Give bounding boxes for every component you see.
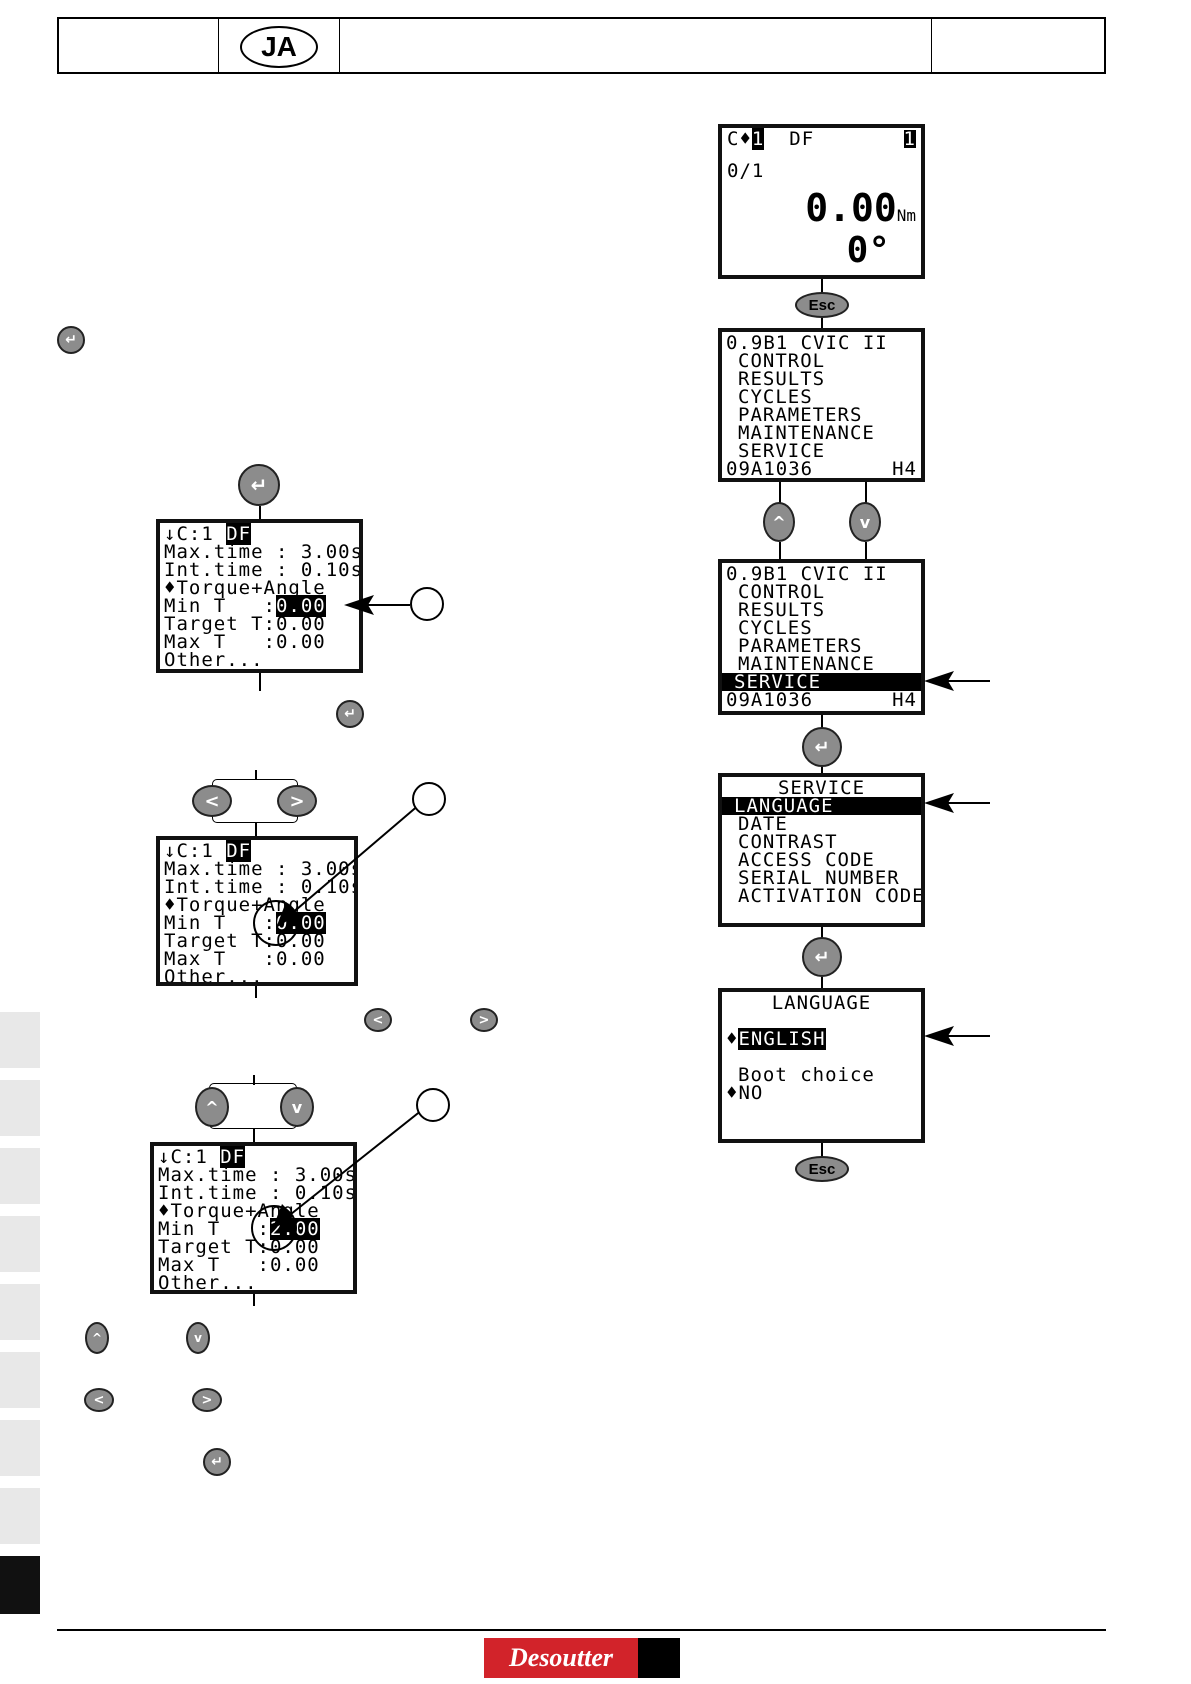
home-screen: C♦1 DF 1 0/1 0.00Nm 0° — [718, 124, 925, 279]
page-header: JA — [57, 17, 1106, 74]
side-tab — [0, 1420, 40, 1476]
side-tab-active — [0, 1556, 40, 1614]
side-tab — [0, 1080, 40, 1136]
up-arrow-button[interactable]: ^ — [763, 502, 795, 542]
language-screen: LANGUAGE ♦ENGLISH Boot choice ♦NO — [718, 988, 925, 1143]
service-menu-screen: SERVICE LANGUAGE DATE CONTRAST ACCESS CO… — [718, 773, 925, 927]
callout-arrow — [924, 671, 990, 691]
enter-key-button[interactable]: ↵ — [802, 727, 842, 767]
right-arrow-button[interactable]: > — [277, 785, 317, 817]
esc-key-button[interactable]: Esc — [795, 1156, 849, 1182]
left-arrow-icon: < — [364, 1008, 392, 1032]
callout-circle — [416, 1088, 450, 1122]
esc-key-button[interactable]: Esc — [795, 292, 849, 318]
side-tab — [0, 1216, 40, 1272]
side-tab — [0, 1284, 40, 1340]
callout-circle — [410, 587, 444, 621]
down-arrow-button[interactable]: v — [849, 502, 881, 542]
left-arrow-icon: < — [84, 1388, 114, 1412]
brand-logo: Desoutter — [484, 1638, 680, 1678]
enter-key-button[interactable]: ↵ — [238, 464, 280, 506]
callout-arrow — [924, 1026, 990, 1046]
up-arrow-button[interactable]: ^ — [195, 1087, 229, 1127]
up-arrow-icon: ^ — [85, 1322, 109, 1354]
enter-key-icon: ↵ — [57, 326, 85, 354]
callout-arrow — [924, 793, 990, 813]
main-menu-screen-service-selected: 0.9B1 CVIC II CONTROL RESULTS CYCLES PAR… — [718, 559, 925, 715]
side-tab — [0, 1352, 40, 1408]
callout-arrow — [251, 1109, 423, 1251]
down-arrow-button[interactable]: v — [280, 1087, 314, 1127]
side-tab — [0, 1012, 40, 1068]
left-arrow-button[interactable]: < — [192, 785, 232, 817]
callout-arrow — [253, 803, 421, 946]
right-arrow-icon: > — [470, 1008, 498, 1032]
enter-key-icon: ↵ — [336, 700, 364, 728]
bird-logo-icon — [638, 1638, 680, 1678]
main-menu-screen: 0.9B1 CVIC II CONTROL RESULTS CYCLES PAR… — [718, 328, 925, 482]
param-screen-2: ↓C:1 DF Max.time : 3.00s Int.time : 0.10… — [156, 836, 358, 986]
param-screen-1: ↓C:1 DF Max.time : 3.00s Int.time : 0.10… — [156, 519, 363, 673]
down-arrow-icon: v — [186, 1322, 210, 1354]
enter-key-icon: ↵ — [203, 1448, 231, 1476]
language-badge: JA — [240, 26, 318, 68]
callout-arrow — [344, 595, 410, 615]
enter-key-button[interactable]: ↵ — [802, 937, 842, 977]
footer-rule — [57, 1629, 1106, 1631]
right-arrow-icon: > — [192, 1388, 222, 1412]
callout-circle — [412, 782, 446, 816]
side-tab — [0, 1148, 40, 1204]
side-tab — [0, 1488, 40, 1544]
